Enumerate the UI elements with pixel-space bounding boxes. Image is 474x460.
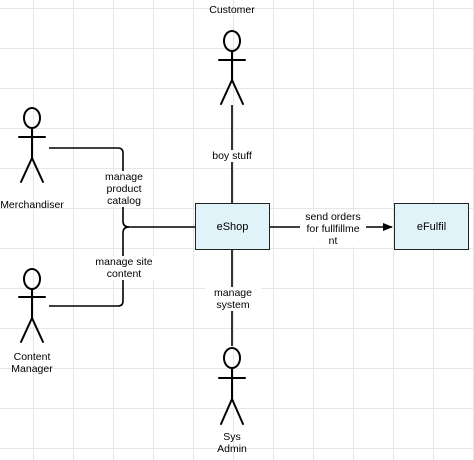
efulfil-label: eFulfil xyxy=(416,220,447,233)
eshop-label: eShop xyxy=(216,220,249,233)
edge-label-manage-system: manage system xyxy=(205,287,261,311)
edge-contentmanager-eshop xyxy=(49,226,130,307)
edge-label-manage-site-content: manage site content xyxy=(90,256,158,280)
efulfil-box[interactable]: eFulfil xyxy=(394,203,469,250)
content-manager-label: Content Manager xyxy=(11,351,53,375)
merchandiser-label: Merchandiser xyxy=(0,199,64,211)
eshop-box[interactable]: eShop xyxy=(195,203,270,250)
edge-label-manage-product-catalog: manage product catalog xyxy=(97,171,151,207)
customer-actor-icon xyxy=(218,30,246,105)
customer-label: Customer xyxy=(209,4,255,16)
merchandiser-actor-icon xyxy=(18,107,46,183)
edge-label-boy-stuff: boy stuff xyxy=(202,150,262,162)
sys-admin-actor-icon xyxy=(218,347,246,425)
edge-label-send-orders: send orders for fullfillme nt xyxy=(300,211,366,247)
sys-admin-label: Sys Admin xyxy=(217,431,247,455)
content-manager-actor-icon xyxy=(18,268,46,343)
